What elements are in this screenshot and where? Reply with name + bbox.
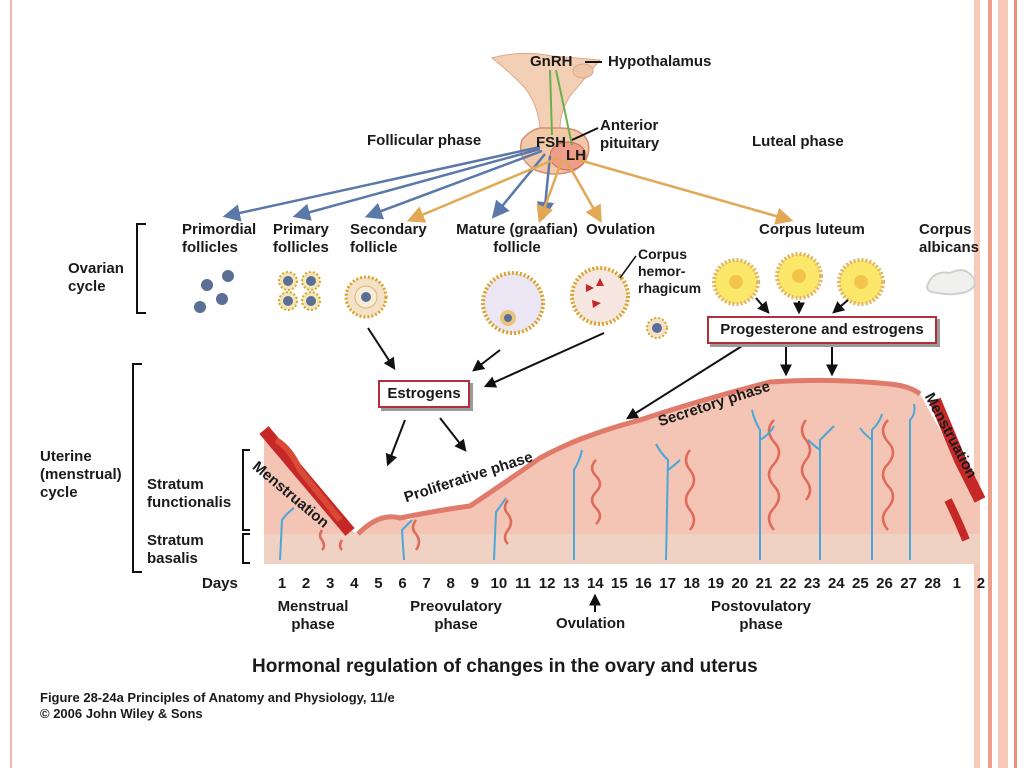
figure-citation: Figure 28-24a Principles of Anatomy and … xyxy=(40,690,395,705)
corpus-albicans-label: Corpus albicans xyxy=(919,221,980,256)
ovulation-illustration xyxy=(570,255,668,339)
uterine-cycle-label: Uterine (menstrual) cycle xyxy=(40,448,122,501)
day-tick-label: 14 xyxy=(586,575,604,592)
day-tick-label: 3 xyxy=(326,575,335,592)
day-tick-label: 22 xyxy=(779,575,797,592)
secondary-follicle-illustration xyxy=(344,275,388,319)
corpus-hemorrhagicum-label: Corpus hemor-rhagicum xyxy=(638,246,702,296)
day-tick-label: 18 xyxy=(683,575,701,592)
day-tick-label: 5 xyxy=(374,575,383,592)
slide-right-border xyxy=(974,0,1024,768)
lh-label: LH xyxy=(566,147,586,164)
day-tick-label: 6 xyxy=(398,575,407,592)
day-tick-label: 21 xyxy=(755,575,773,592)
secondary-follicle-label: Secondary follicle xyxy=(350,221,427,256)
corpus-luteum-label: Corpus luteum xyxy=(759,221,865,238)
day-tick-label: 1 xyxy=(277,575,287,592)
slide-left-border xyxy=(10,0,12,768)
day-tick-label: 4 xyxy=(350,575,359,592)
hypothalamus-label: Hypothalamus xyxy=(608,53,712,70)
progesterone-estrogens-box: Progesterone and estrogens xyxy=(707,316,937,344)
menstrual-phase-label: Menstrual phase xyxy=(277,598,349,633)
figure-title: Hormonal regulation of changes in the ov… xyxy=(252,656,758,677)
fsh-label: FSH xyxy=(536,134,566,151)
day-tick-label: 17 xyxy=(659,575,676,592)
follicular-phase-label: Follicular phase xyxy=(367,132,482,149)
stratum-functionalis-label: Stratum functionalis xyxy=(147,476,232,511)
luteal-phase-label: Luteal phase xyxy=(752,133,844,150)
day-tick-label: 2 xyxy=(976,575,986,592)
day-tick-label: 24 xyxy=(827,575,845,592)
day-tick-label: 27 xyxy=(900,575,917,592)
day-tick-label: 9 xyxy=(470,575,479,592)
day-tick-label: 20 xyxy=(731,575,749,592)
primary-follicles-illustration xyxy=(278,271,321,311)
ovulation-stage-label: Ovulation xyxy=(586,221,656,238)
days-label: Days xyxy=(202,575,238,592)
preovulatory-phase-label: Preovulatory phase xyxy=(410,598,502,633)
corpus-luteum-illustration xyxy=(712,252,885,306)
day-tick-label: 23 xyxy=(803,575,821,592)
stratum-basalis-label: Stratum basalis xyxy=(147,532,204,567)
gnrh-label: GnRH xyxy=(530,53,573,70)
day-tick-label: 1 xyxy=(952,575,961,592)
corpus-albicans-illustration xyxy=(926,269,976,296)
day-tick-label: 16 xyxy=(635,575,652,592)
primordial-follicles-label: Primordial follicles xyxy=(182,221,257,256)
anterior-pituitary-label: Anterior pituitary xyxy=(600,117,660,152)
primary-follicles-label: Primary follicles xyxy=(273,221,329,256)
day-tick-label: 8 xyxy=(446,575,455,592)
ovarian-cycle-label: Ovarian cycle xyxy=(68,260,124,295)
ovulation-phase-label: Ovulation xyxy=(556,615,626,632)
mature-follicle-label: Mature (graafian) follicle xyxy=(456,221,578,256)
estrogens-box: Estrogens xyxy=(378,380,470,408)
mature-follicle-illustration xyxy=(481,271,545,335)
day-tick-label: 28 xyxy=(924,575,942,592)
day-tick-label: 12 xyxy=(538,575,556,592)
day-tick-label: 7 xyxy=(422,575,431,592)
day-tick-label: 26 xyxy=(876,575,893,592)
endometrium-illustration xyxy=(259,377,986,564)
day-tick-label: 13 xyxy=(562,575,580,592)
day-tick-label: 25 xyxy=(852,575,869,592)
figure-copyright: © 2006 John Wiley & Sons xyxy=(40,706,203,721)
primordial-follicles-illustration xyxy=(194,270,234,313)
day-tick-label: 11 xyxy=(515,575,531,592)
day-tick-label: 19 xyxy=(707,575,725,592)
day-tick-label: 10 xyxy=(490,575,508,592)
day-tick-label: 2 xyxy=(301,575,311,592)
postovulatory-phase-label: Postovulatory phase xyxy=(710,598,812,633)
day-tick-label: 15 xyxy=(611,575,628,592)
